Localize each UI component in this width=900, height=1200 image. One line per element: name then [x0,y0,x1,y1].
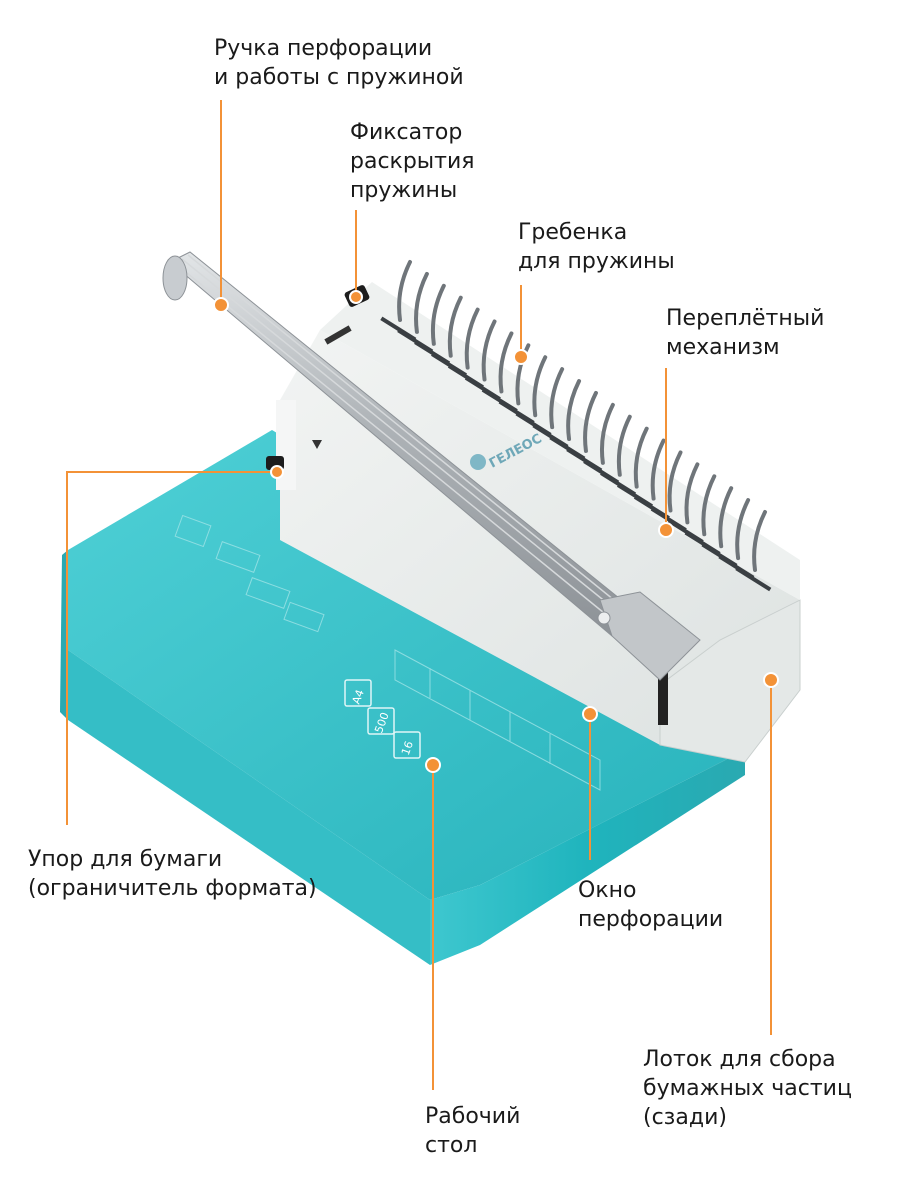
dot-spring-lock [349,290,363,304]
dot-handle [213,297,229,313]
label-line: Окно [578,878,637,903]
punch-slot-left [324,325,352,345]
label-line: Рабочий [425,1104,521,1129]
dot-work-table [425,757,441,773]
label-line: (сзади) [643,1105,727,1130]
label-line: для пружины [518,249,675,274]
leader-lines [66,100,772,1090]
label-line: механизм [666,335,780,360]
comb-tooth [549,367,565,430]
label-work-table: Рабочий стол [425,1102,520,1160]
label-line: Упор для бумаги [28,847,223,872]
comb-tooth [414,271,429,334]
dot-punch-window [582,706,598,722]
comb-tooth [566,379,582,442]
comb-tooth [718,486,734,549]
comb-tooth [498,331,514,394]
comb-tooth [684,462,700,525]
body-right-end [659,599,801,763]
tray-format-icons [344,679,421,759]
dot-waste-tray [763,672,779,688]
handle-pivot [597,611,611,625]
label-line: перфорации [578,907,724,932]
punch-window-slot [658,665,668,725]
label-line: бумажных частиц [643,1076,852,1101]
tray-print-marks [174,514,601,791]
label-paper-stop: Упор для бумаги (ограничитель формата) [28,845,317,903]
label-line: раскрытия [350,149,475,174]
comb-tooth [583,390,598,453]
comb-tooth [447,295,463,358]
comb-tooth [752,510,767,572]
label-handle: Ручка перфорации и работы с пружиной [214,34,464,92]
comb-tooth [397,260,412,322]
comb-tooth [650,438,666,501]
label-line: Лоток для сбора [643,1047,836,1072]
tray-front [68,650,430,965]
work-table: A4 500 16 [60,430,745,965]
label-line: Гребенка [518,220,628,245]
label-binding-mechanism: Переплётный механизм [666,304,824,362]
label-line: пружины [350,178,458,203]
comb-tooth [481,319,497,382]
direction-arrow-icon [312,440,322,449]
comb-tooth [464,307,480,370]
tray-front-right [430,750,745,965]
label-line: и работы с пружиной [214,65,464,90]
handle-grooves [175,254,636,627]
label-comb: Гребенка для пружины [518,218,675,276]
tray-mark-size: A4 [350,688,367,706]
comb-tooth [616,414,632,477]
label-line: (ограничитель формата) [28,876,317,901]
comb-tooth [735,498,751,561]
comb-tooth [667,450,683,513]
leader-dots [213,290,779,773]
comb-tooth [599,402,615,465]
comb-tooth [633,426,649,489]
comb-tooth [532,355,548,418]
comb-tooth [515,343,531,406]
dot-paper-stop [270,465,284,479]
label-line: Ручка перфорации [214,36,433,61]
comb-tooth [430,283,446,346]
handle-end-cap [162,255,188,301]
dot-comb [513,349,529,365]
label-line: Переплётный [666,306,825,331]
handle [162,251,701,681]
handle-lever-arm [599,591,701,681]
comb-tooth [701,474,717,537]
label-punch-window: Окно перфорации [578,876,723,934]
comb-teeth [380,260,772,592]
label-line: Фиксатор [350,120,463,145]
leader-paper-stop [66,471,277,825]
label-spring-lock: Фиксатор раскрытия пружины [350,118,475,205]
label-line: стол [425,1133,478,1158]
tray-mark-comb: 16 [399,739,416,757]
dot-mechanism [658,522,674,538]
brand-logo-icon [470,454,486,470]
label-waste-tray: Лоток для сбора бумажных частиц (сзади) [643,1045,852,1132]
comb-slot [735,566,772,592]
